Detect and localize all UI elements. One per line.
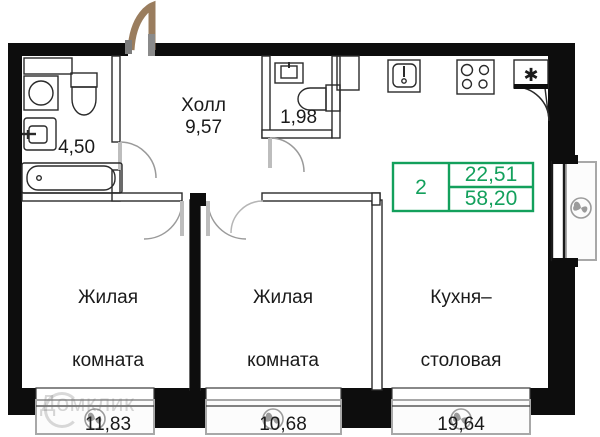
partition-walls	[21, 55, 383, 391]
windows	[35, 387, 531, 401]
fan-icon	[262, 408, 284, 430]
closet-door-head	[514, 84, 548, 89]
fan-icon	[570, 197, 592, 219]
utility-star-glyph: ✱	[523, 65, 538, 85]
fan-icon	[450, 408, 472, 430]
balcony-middle	[205, 399, 342, 435]
kitchen-sink-icon	[387, 59, 421, 93]
summary-box	[391, 161, 535, 213]
entrance-door-icon	[125, 0, 156, 56]
stove-icon	[456, 59, 495, 95]
balcony-side	[550, 155, 597, 267]
bathroom-fixtures	[21, 57, 123, 194]
fan-icon	[84, 408, 106, 430]
sink-icon	[23, 75, 59, 111]
door-jambs	[190, 193, 206, 393]
toilet-icon	[70, 72, 98, 88]
bathtub-icon	[21, 162, 123, 194]
balcony-right	[391, 399, 531, 435]
balcony-left	[35, 399, 155, 435]
wc-fixtures	[274, 55, 360, 112]
door-swings	[118, 86, 550, 240]
structural-walls	[8, 43, 575, 428]
